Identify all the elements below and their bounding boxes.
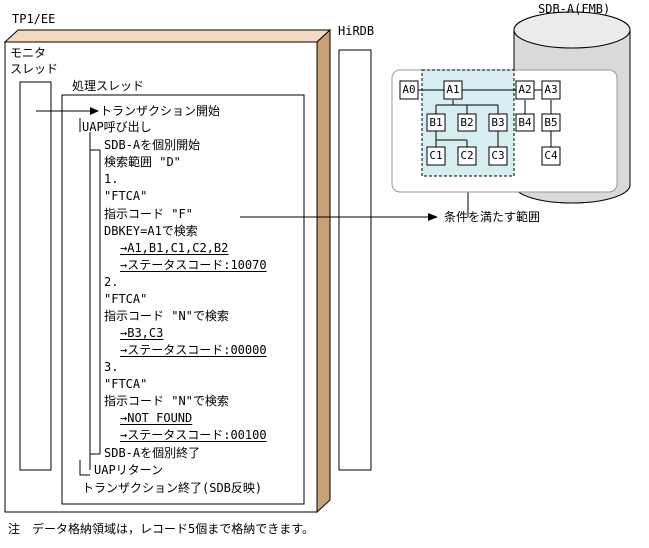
hirdb-label: HiRDB: [338, 24, 375, 38]
record-box-b5: [541, 113, 561, 132]
record-c2: C2: [460, 149, 474, 162]
tp1-frame-side: [316, 28, 331, 514]
step-2-status: →ステータスコード:00000: [120, 343, 267, 357]
monitor-thread-bar: [19, 81, 52, 471]
condition-arrow-head: [428, 213, 438, 221]
note-text: 注 データ格納領域は，レコード5個まで格納できます。: [8, 522, 315, 536]
processing-thread-box: [61, 94, 305, 505]
record-box-b3: [488, 113, 508, 132]
record-box-c3: [488, 146, 508, 166]
hirdb-bar: [338, 49, 372, 471]
step-2-code: 指示コード "N"で検索: [104, 309, 229, 323]
record-box-b4: [515, 113, 535, 132]
step-3-ftca: "FTCA": [104, 377, 148, 391]
step-3-result: →NOT FOUND: [120, 411, 193, 425]
record-a3: A3: [544, 83, 558, 96]
record-b4: B4: [518, 116, 532, 129]
step-1-dbkey: DBKEY=A1で検索: [104, 224, 198, 238]
step-transaction-start: トランザクション開始: [100, 104, 221, 118]
record-box-c1: [426, 146, 446, 166]
record-box-a3: [541, 80, 561, 100]
record-connectors: [418, 89, 552, 147]
step-1-result: →A1,B1,C1,C2,B2: [120, 241, 229, 255]
step-3-number: 3.: [104, 360, 119, 374]
step-uap-return: UAPリターン: [94, 463, 164, 477]
sdb-cylinder-top: [513, 11, 631, 49]
record-c4: C4: [544, 149, 558, 162]
record-box-b2: [457, 113, 477, 132]
condition-range-label: 条件を満たす範囲: [444, 210, 541, 224]
record-box-a0: [399, 80, 419, 100]
record-a0: A0: [402, 83, 416, 96]
tp1-frame-top: [3, 29, 332, 43]
record-box-b1: [426, 113, 446, 132]
record-b2: B2: [460, 116, 474, 129]
tp1-label: TP1/EE: [12, 12, 56, 26]
step-1-status: →ステータスコード:10070: [120, 258, 267, 272]
step-2-number: 2.: [104, 275, 119, 289]
record-box-c2: [457, 146, 477, 166]
record-box-a2: [515, 80, 535, 100]
monitor-thread-label-1: モニタ: [10, 46, 47, 60]
step-1-ftca: "FTCA": [104, 189, 148, 203]
record-box-c4: [541, 146, 561, 166]
record-a2: A2: [518, 83, 532, 96]
record-b5: B5: [544, 116, 558, 129]
record-c3: C3: [491, 149, 505, 162]
record-boxes: [399, 80, 561, 166]
step-search-range: 検索範囲 "D": [104, 155, 181, 169]
step-2-result: →B3,C3: [120, 326, 164, 340]
step-1-code: 指示コード "F": [104, 207, 193, 221]
sdb-label: SDB-A(FMB): [538, 2, 611, 16]
step-3-status: →ステータスコード:00100: [120, 428, 267, 442]
step-sdb-end: SDB-Aを個別終了: [104, 446, 201, 460]
uap-return-bracket: [79, 460, 90, 476]
step-2-ftca: "FTCA": [104, 292, 148, 306]
step-transaction-end: トランザクション終了(SDB反映): [82, 481, 263, 495]
step-uap-call: UAP呼び出し: [82, 120, 152, 134]
record-b3: B3: [491, 116, 505, 129]
monitor-thread-label-2: スレッド: [10, 62, 59, 76]
record-a1: A1: [446, 83, 460, 96]
step-1-number: 1.: [104, 172, 119, 186]
step-3-code: 指示コード "N"で検索: [104, 394, 229, 408]
record-c1: C1: [429, 149, 443, 162]
record-box-a1: [443, 80, 463, 100]
processing-thread-label: 処理スレッド: [72, 79, 145, 93]
start-arrow-head: [90, 107, 99, 115]
step-sdb-start: SDB-Aを個別開始: [104, 138, 201, 152]
record-b1: B1: [429, 116, 443, 129]
